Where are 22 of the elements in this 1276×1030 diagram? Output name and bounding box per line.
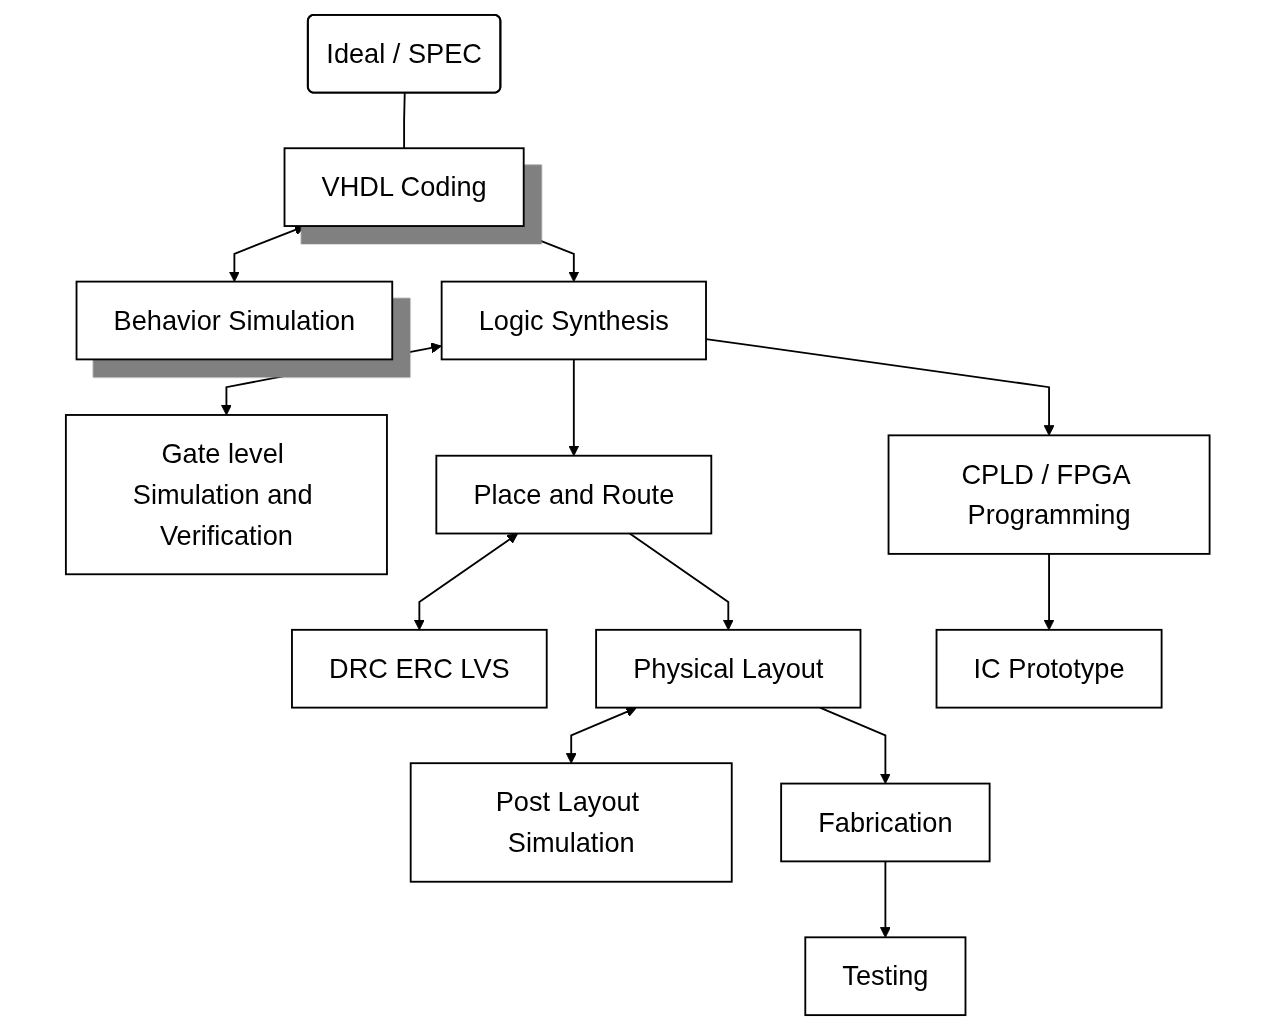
- arrow: [819, 706, 892, 785]
- node-box: Physical Layout: [595, 628, 862, 709]
- connector: [403, 92, 406, 150]
- node-box: Testing: [804, 936, 967, 1017]
- arrow: [568, 358, 580, 457]
- node-box: Place and Route: [435, 454, 713, 535]
- node-box: VHDL Coding: [283, 147, 525, 227]
- node-box: Behavior Simulation: [75, 280, 394, 361]
- arrow: [629, 532, 734, 631]
- node-box: Fabrication: [780, 782, 991, 863]
- arrow: [221, 342, 442, 416]
- arrow: [566, 706, 637, 764]
- arrow: [880, 860, 892, 938]
- node-box: Post Layout Simulation: [410, 762, 733, 883]
- node-box: Gate level Simulation and Verification: [65, 414, 389, 576]
- arrow: [1043, 552, 1055, 631]
- node-box: DRC ERC LVS: [291, 628, 548, 709]
- arrow: [414, 533, 519, 631]
- arrow: [502, 225, 580, 283]
- node-box: CPLD / FPGA Programming: [887, 434, 1211, 555]
- node-box: IC Prototype: [935, 628, 1163, 709]
- node-box: Logic Synthesis: [440, 280, 708, 361]
